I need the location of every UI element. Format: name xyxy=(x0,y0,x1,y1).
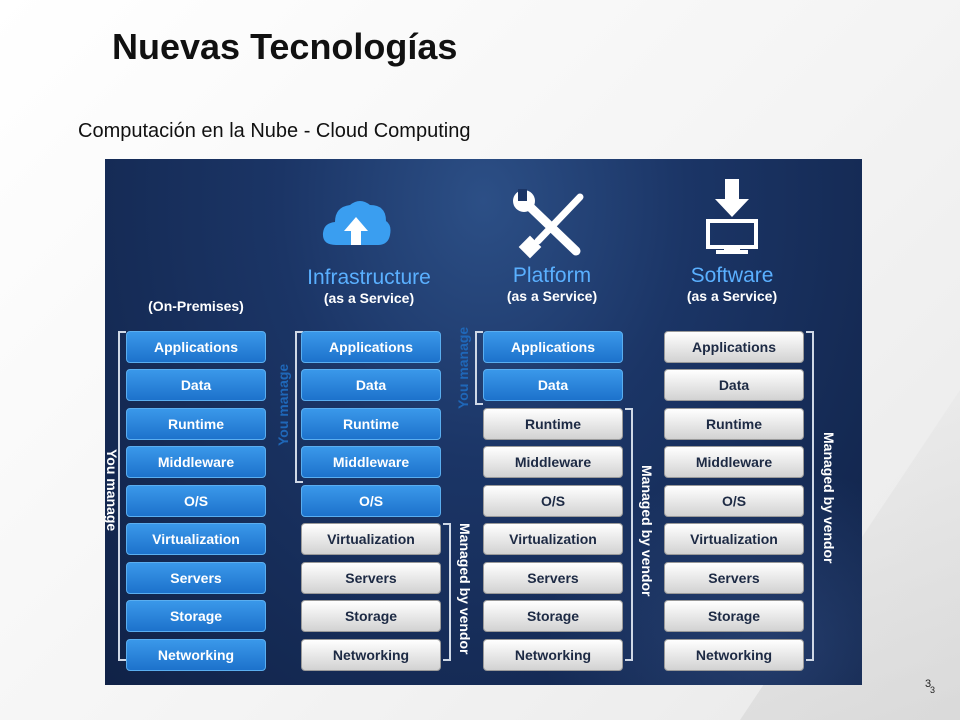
you-manage-bracket-iaas xyxy=(295,331,303,483)
layer-middleware: Middleware xyxy=(483,446,623,478)
layer-runtime: Runtime xyxy=(664,408,804,440)
you-manage-bracket-paas xyxy=(475,331,483,405)
layer-storage: Storage xyxy=(301,600,441,632)
layer-data: Data xyxy=(126,369,266,401)
layer-virtualization: Virtualization xyxy=(664,523,804,555)
layer-applications: Applications xyxy=(664,331,804,363)
you-manage-label-iaas: You manage xyxy=(275,363,291,446)
cloud-service-models-diagram: (On-Premises) You manage Applications Da… xyxy=(105,159,862,685)
column-subtitle: (as a Service) xyxy=(323,290,415,306)
layer-runtime: Runtime xyxy=(301,408,441,440)
layer-data: Data xyxy=(301,369,441,401)
vendor-bracket-paas xyxy=(625,408,633,661)
layer-storage: Storage xyxy=(483,600,623,632)
layer-servers: Servers xyxy=(664,562,804,594)
column-subtitle: (as a Service) xyxy=(506,288,598,304)
layer-storage: Storage xyxy=(126,600,266,632)
column-title: Platform xyxy=(512,264,592,287)
layer-virtualization: Virtualization xyxy=(126,523,266,555)
cloud-upload-icon xyxy=(320,195,392,253)
layer-os: O/S xyxy=(301,485,441,517)
you-manage-label-on-premises: You manage xyxy=(105,449,120,532)
layer-runtime: Runtime xyxy=(483,408,623,440)
column-header-paas: Platform (as a Service) xyxy=(477,265,627,305)
column-title: Software xyxy=(690,264,774,287)
layer-virtualization: Virtualization xyxy=(301,523,441,555)
you-manage-bracket-on-premises xyxy=(118,331,126,661)
page-number: 3 xyxy=(925,678,932,690)
vendor-label-saas: Managed by vendor xyxy=(821,432,837,564)
layer-middleware: Middleware xyxy=(664,446,804,478)
layer-virtualization: Virtualization xyxy=(483,523,623,555)
layer-servers: Servers xyxy=(126,562,266,594)
slide-subtitle: Computación en la Nube - Cloud Computing xyxy=(78,120,471,142)
layer-storage: Storage xyxy=(664,600,804,632)
layer-os: O/S xyxy=(483,485,623,517)
column-subtitle: (On-Premises) xyxy=(148,298,244,314)
column-subtitle: (as a Service) xyxy=(686,288,778,304)
column-title: Infrastructure xyxy=(307,266,431,289)
page-number-shadow: 3 xyxy=(930,685,936,695)
layer-servers: Servers xyxy=(301,562,441,594)
wrench-screwdriver-icon xyxy=(510,189,594,261)
layer-middleware: Middleware xyxy=(301,446,441,478)
layer-applications: Applications xyxy=(126,331,266,363)
vendor-label-paas: Managed by vendor xyxy=(639,465,655,597)
download-monitor-icon xyxy=(702,179,762,255)
layer-runtime: Runtime xyxy=(126,408,266,440)
vendor-bracket-saas xyxy=(806,331,814,661)
layer-os: O/S xyxy=(126,485,266,517)
layer-networking: Networking xyxy=(483,639,623,671)
layer-middleware: Middleware xyxy=(126,446,266,478)
layer-networking: Networking xyxy=(664,639,804,671)
vendor-bracket-iaas xyxy=(443,523,451,661)
column-header-on-premises: (On-Premises) xyxy=(105,297,287,315)
layer-servers: Servers xyxy=(483,562,623,594)
layer-data: Data xyxy=(664,369,804,401)
vendor-label-iaas: Managed by vendor xyxy=(457,523,473,655)
layer-applications: Applications xyxy=(483,331,623,363)
you-manage-label-paas: You manage xyxy=(455,326,471,409)
layer-os: O/S xyxy=(664,485,804,517)
layer-networking: Networking xyxy=(301,639,441,671)
column-header-saas: Software (as a Service) xyxy=(657,265,807,305)
layer-networking: Networking xyxy=(126,639,266,671)
layer-data: Data xyxy=(483,369,623,401)
column-header-iaas: Infrastructure (as a Service) xyxy=(291,267,447,307)
layer-applications: Applications xyxy=(301,331,441,363)
slide-title: Nuevas Tecnologías xyxy=(112,26,458,67)
